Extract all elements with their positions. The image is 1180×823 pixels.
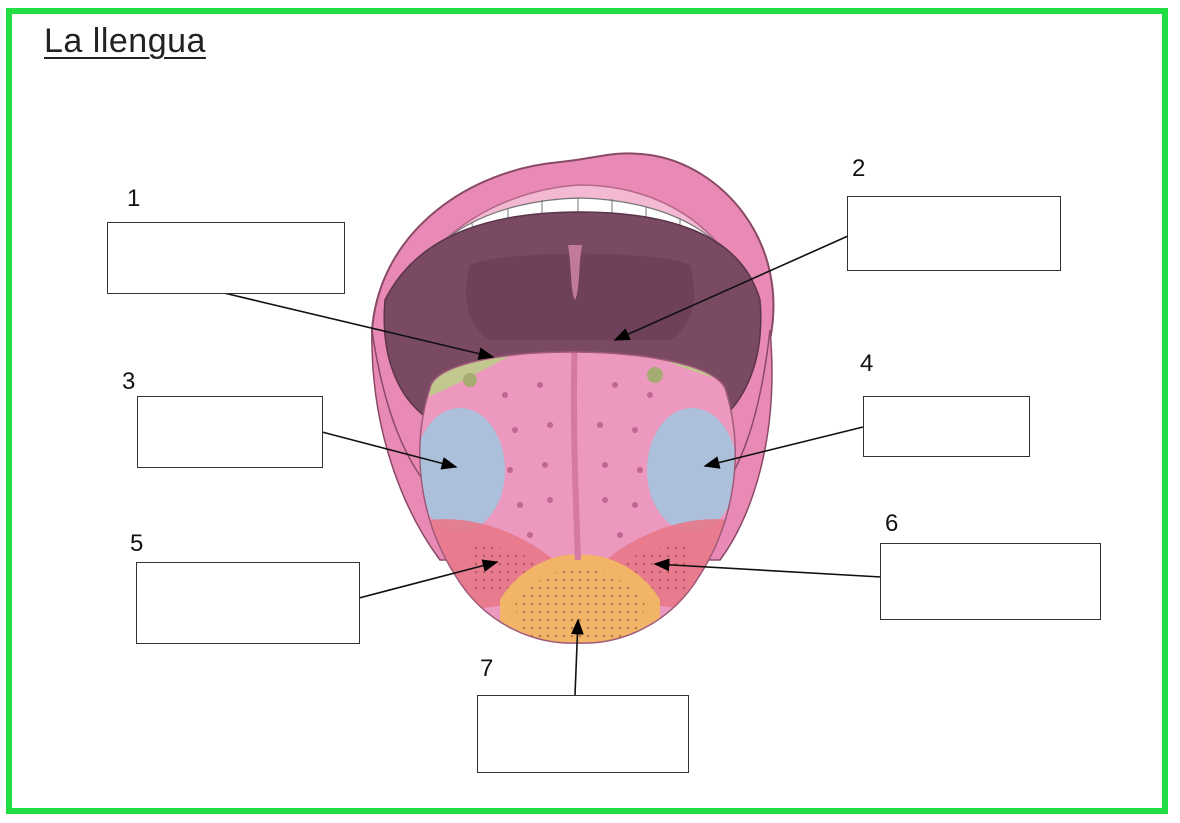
label-number-2: 2 (852, 155, 865, 183)
label-number-4: 4 (860, 350, 873, 378)
label-number-6: 6 (885, 510, 898, 538)
answer-box-6[interactable] (880, 543, 1101, 620)
answer-box-1[interactable] (107, 222, 345, 294)
answer-box-2[interactable] (847, 196, 1061, 271)
answer-box-4[interactable] (863, 396, 1030, 457)
answer-box-7[interactable] (477, 695, 689, 773)
label-number-7: 7 (480, 655, 493, 683)
label-number-3: 3 (122, 368, 135, 396)
answer-box-3[interactable] (137, 396, 323, 468)
answer-box-5[interactable] (136, 562, 360, 644)
label-number-5: 5 (130, 530, 143, 558)
label-number-1: 1 (127, 185, 140, 213)
sour-zone-right (647, 408, 737, 532)
